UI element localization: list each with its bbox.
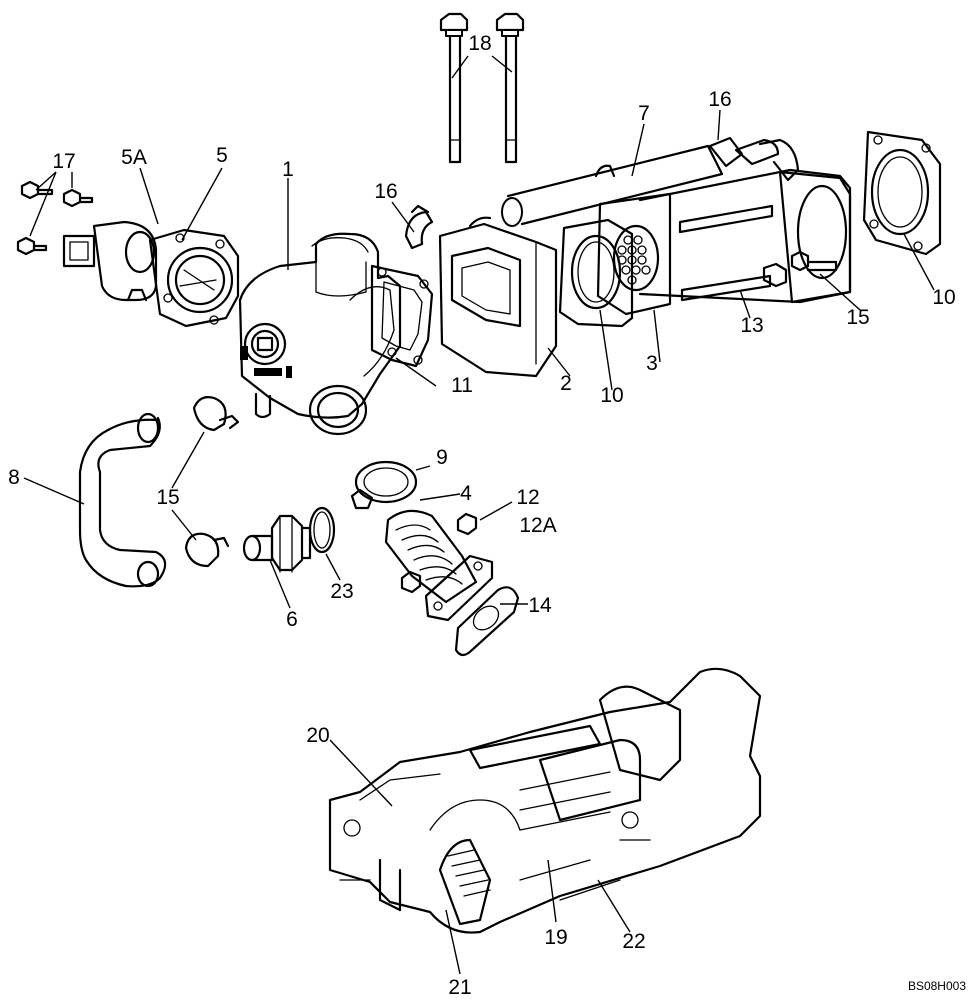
cooler-body	[638, 136, 852, 304]
callout-14: 14	[528, 594, 552, 617]
callout-15-right: 15	[846, 306, 869, 329]
callout-5a: 5A	[121, 146, 147, 169]
bypass-pipe	[501, 144, 724, 227]
callout-15-left: 15	[156, 486, 179, 509]
assembled-egr-module	[328, 667, 762, 934]
callout-12: 12	[516, 486, 539, 509]
callout-2: 2	[560, 372, 572, 395]
callout-5: 5	[216, 144, 228, 167]
callout-10-right: 10	[932, 286, 955, 309]
callout-22: 22	[622, 930, 645, 953]
nuts-12	[400, 512, 478, 594]
figure-code: BS08H003	[908, 979, 966, 993]
callout-23: 23	[330, 580, 353, 603]
callout-21: 21	[448, 976, 471, 999]
callout-9: 9	[436, 446, 448, 469]
leader-lines	[23, 55, 935, 975]
callout-1: 1	[282, 158, 294, 181]
bellows-pipe	[384, 509, 494, 622]
hose-clamp-15-upper	[192, 396, 240, 432]
callout-16-right: 16	[708, 88, 731, 111]
gasket-14	[454, 586, 520, 657]
gasket-10-right	[862, 130, 942, 256]
callout-7: 7	[638, 102, 650, 125]
callout-17: 17	[52, 150, 75, 173]
cooler-inlet-box	[438, 216, 558, 378]
egr-housing	[238, 232, 402, 436]
callout-3: 3	[646, 352, 658, 375]
callout-16-left: 16	[374, 180, 397, 203]
callout-19: 19	[544, 926, 567, 949]
callout-labels: 18 17 5A 5 1 16 7 16 11 2 10 3 13 15 10 …	[8, 32, 956, 999]
hose-clamp-16-left	[404, 204, 434, 250]
callout-10-left: 10	[600, 384, 623, 407]
hose-clamp-15-lower	[184, 532, 230, 568]
callout-18: 18	[468, 32, 491, 55]
u-shaped-hose	[78, 412, 167, 588]
clamp-9	[350, 460, 418, 510]
callout-13: 13	[740, 314, 763, 337]
callout-20: 20	[306, 724, 329, 747]
callout-6: 6	[286, 608, 298, 631]
fitting-6	[242, 514, 312, 573]
long-bolt-pair	[439, 12, 525, 164]
callout-12a: 12A	[519, 514, 556, 537]
callout-11: 11	[451, 374, 473, 397]
gasket-10-left	[558, 218, 634, 328]
o-ring-23	[308, 506, 336, 554]
egr-valve	[62, 220, 240, 328]
callout-4: 4	[460, 482, 472, 505]
gasket-11	[370, 264, 434, 368]
callout-8: 8	[8, 466, 20, 489]
small-bolts	[16, 180, 94, 256]
